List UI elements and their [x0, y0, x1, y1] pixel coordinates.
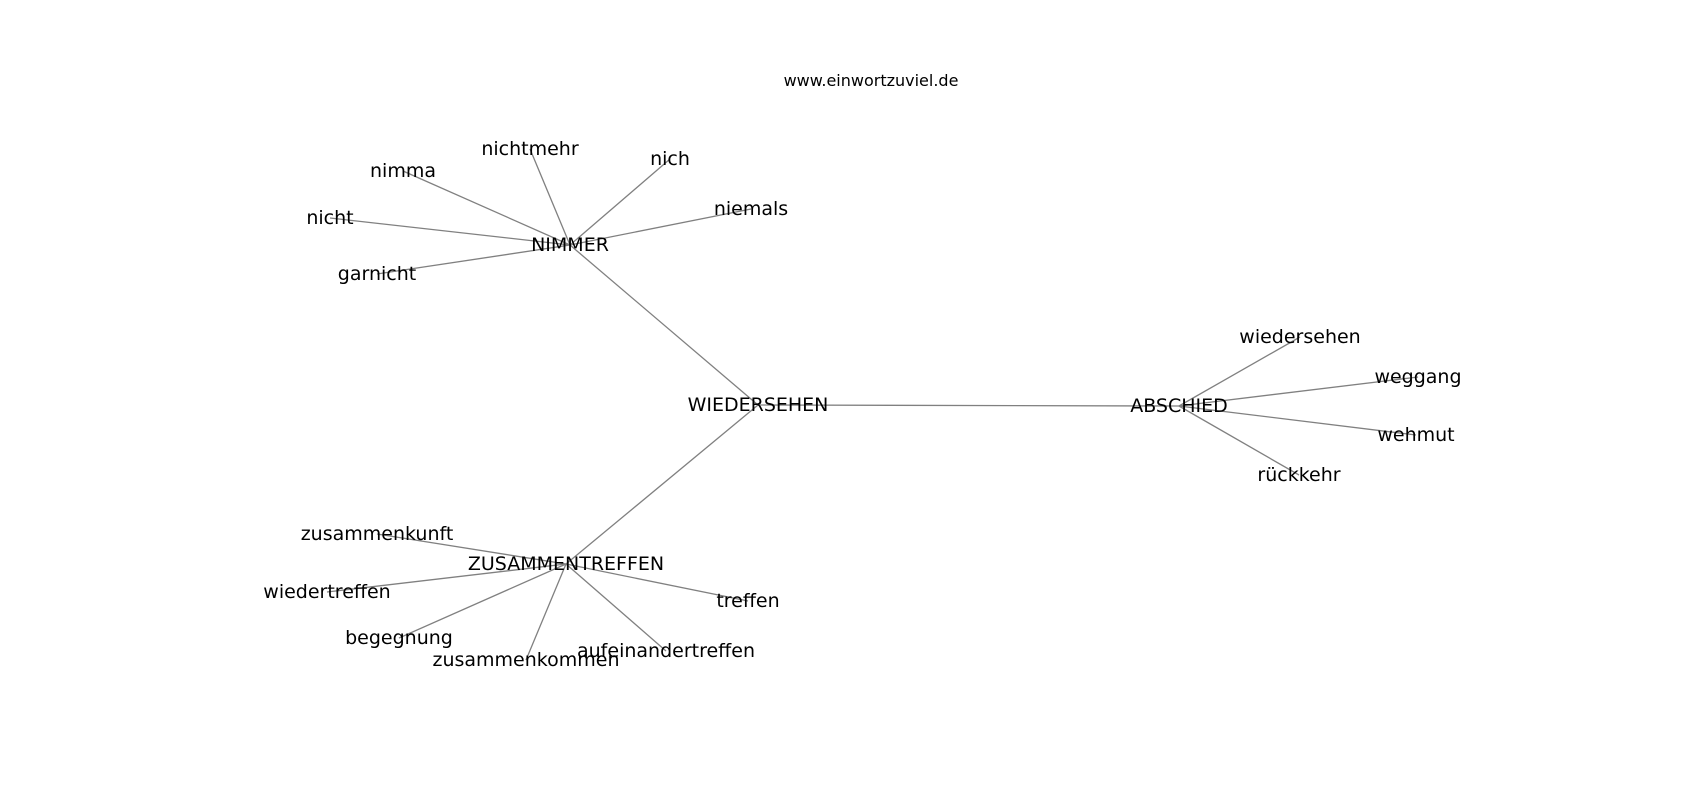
edge-nimmer-0 — [402, 170, 571, 246]
edge-center-zusammentreffen — [565, 404, 759, 565]
edge-abschied-1 — [1178, 376, 1419, 407]
node-leaf-zusammentreffen-2: begegnung — [345, 627, 453, 649]
edge-abschied-0 — [1178, 336, 1301, 407]
node-leaf-zusammentreffen-0: zusammenkunft — [301, 523, 454, 545]
node-leaf-nimmer-0: nimma — [370, 160, 436, 182]
node-leaf-nimmer-2: nich — [650, 148, 690, 170]
node-leaf-zusammentreffen-4: aufeinandertreffen — [577, 640, 755, 662]
edge-abschied-2 — [1178, 405, 1417, 436]
node-leaf-abschied-3: rückkehr — [1257, 464, 1340, 486]
node-leaf-zusammentreffen-1: wiedertreffen — [263, 581, 390, 603]
edge-zusammentreffen-1 — [326, 563, 567, 593]
node-leaf-abschied-1: weggang — [1374, 366, 1461, 388]
graph-edges — [326, 148, 1419, 661]
node-leaf-zusammentreffen-3: zusammenkommen — [432, 649, 619, 671]
node-leaf-nimmer-5: garnicht — [338, 263, 416, 285]
edge-zusammentreffen-5 — [565, 563, 749, 602]
node-leaf-nimmer-3: niemals — [714, 198, 788, 220]
node-leaf-zusammentreffen-5: treffen — [716, 590, 779, 612]
edge-zusammentreffen-2 — [398, 563, 567, 639]
edge-nimmer-2 — [569, 158, 671, 246]
node-leaf-nimmer-4: nicht — [306, 207, 353, 229]
node-leaf-abschied-0: wiedersehen — [1239, 326, 1360, 348]
edge-center-abschied — [757, 404, 1180, 407]
edge-nimmer-1 — [529, 148, 571, 246]
edge-zusammentreffen-4 — [565, 563, 667, 652]
node-leaf-abschied-2: wehmut — [1377, 424, 1454, 446]
edge-center-nimmer — [569, 244, 759, 406]
node-hub-abschied: ABSCHIED — [1130, 395, 1228, 417]
site-url-label: www.einwortzuviel.de — [783, 71, 959, 90]
edge-zusammentreffen-0 — [376, 533, 567, 565]
node-leaf-nimmer-1: nichtmehr — [481, 138, 578, 160]
node-hub-nimmer: NIMMER — [531, 234, 609, 256]
edge-abschied-3 — [1178, 405, 1300, 476]
node-hub-zusammentreffen: ZUSAMMENTREFFEN — [468, 553, 664, 575]
node-center-label: WIEDERSEHEN — [688, 394, 829, 416]
edge-nimmer-4 — [329, 217, 571, 246]
edge-nimmer-5 — [376, 244, 571, 275]
edge-nimmer-3 — [569, 208, 752, 246]
graph-labels: WIEDERSEHEN NIMMER nimma nichtmehr nich niema… — [263, 138, 1461, 671]
edge-zusammentreffen-3 — [525, 563, 567, 661]
